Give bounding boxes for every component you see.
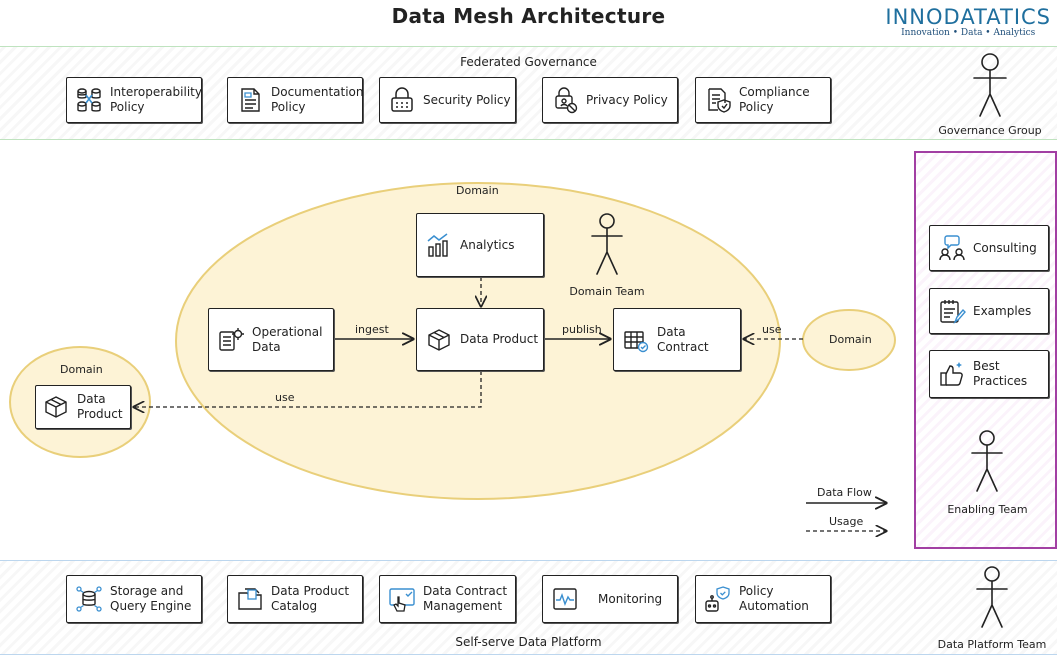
storage-icon [76, 586, 102, 612]
policy-card-security[interactable]: Security Policy [379, 77, 516, 123]
thumbs-up-icon [940, 362, 963, 386]
governance-band-label: Federated Governance [460, 55, 597, 69]
governance-group-label: Governance Group [938, 124, 1042, 137]
enabling-label: Best Practices [973, 359, 1028, 388]
governance-group-person-icon [973, 53, 1007, 117]
policy-label: Privacy Policy [586, 92, 668, 107]
platform-label: Monitoring [598, 591, 663, 606]
data-platform-team-person-icon [976, 566, 1008, 628]
use-left-label: use [275, 391, 295, 404]
platform-card-policy-automation[interactable]: Policy Automation [695, 575, 831, 623]
monitoring-icon [553, 588, 577, 610]
analytics-label: Analytics [460, 237, 515, 252]
platform-card-monitoring[interactable]: Monitoring [542, 575, 678, 623]
catalog-icon [238, 588, 262, 610]
operational-data-card[interactable]: Operational Data [208, 308, 334, 371]
compliance-shield-icon [708, 88, 731, 113]
policy-card-interoperability[interactable]: Interoperability Policy [66, 77, 202, 123]
policy-label: Compliance Policy [739, 85, 810, 114]
privacy-icon [555, 87, 578, 114]
legend-usage-label: Usage [829, 515, 864, 528]
left-domain-label: Domain [60, 363, 103, 376]
enabling-card-best-practices[interactable]: Best Practices [929, 350, 1049, 398]
platform-card-catalog[interactable]: Data Product Catalog [227, 575, 363, 623]
policy-card-compliance[interactable]: Compliance Policy [695, 77, 831, 123]
enabling-label: Examples [973, 303, 1032, 318]
enabling-team-person-icon [971, 430, 1003, 492]
data-product-label: Data Product [460, 332, 539, 346]
data-product-card[interactable]: Data Product [416, 308, 544, 371]
contract-management-icon [389, 588, 415, 612]
package-box-icon [45, 396, 67, 418]
ingest-label: ingest [355, 323, 389, 336]
left-domain-usage-arrow [134, 371, 482, 407]
consulting-icon [939, 235, 965, 261]
database-link-icon [77, 88, 101, 112]
main-domain-label: Domain [456, 184, 499, 197]
domain-team-label: Domain Team [569, 285, 645, 298]
enabling-label: Consulting [973, 240, 1037, 255]
robot-icon [705, 586, 730, 612]
domain-team-person-icon [591, 213, 623, 275]
platform-label: Data Product Catalog [271, 584, 350, 613]
notepad-icon [940, 300, 966, 325]
platform-label: Storage and Query Engine [110, 584, 192, 613]
lock-icon [391, 87, 413, 112]
left-data-product-card[interactable]: Data Product [35, 385, 131, 429]
use-right-label: use [762, 323, 782, 336]
company-logo: INNODATATICS Innovation • Data • Analyti… [885, 6, 1051, 38]
enabling-card-consulting[interactable]: Consulting [929, 225, 1049, 271]
platform-label: Policy Automation [739, 584, 809, 613]
right-domain-ellipse [802, 309, 896, 371]
platform-band-label: Self-serve Data Platform [455, 635, 602, 649]
platform-card-contract-management[interactable]: Data Contract Management [379, 575, 516, 623]
analytics-chart-icon [427, 233, 448, 257]
policy-card-documentation[interactable]: Documentation Policy [227, 77, 364, 123]
contract-table-icon [624, 330, 649, 352]
left-data-product-label: Data Product [77, 392, 123, 421]
operational-data-icon [219, 327, 244, 351]
data-platform-team-label: Data Platform Team [937, 638, 1047, 651]
policy-label: Security Policy [423, 92, 511, 107]
platform-label: Data Contract Management [423, 584, 508, 613]
platform-card-storage[interactable]: Storage and Query Engine [66, 575, 202, 623]
legend-data-flow-label: Data Flow [817, 486, 872, 499]
policy-card-privacy[interactable]: Privacy Policy [542, 77, 678, 123]
logo-wordmark: INNODATATICS [885, 5, 1051, 29]
policy-label: Documentation Policy [271, 85, 364, 114]
data-contract-label: Data Contract [657, 324, 709, 354]
page-title: Data Mesh Architecture [391, 4, 666, 28]
enabling-card-examples[interactable]: Examples [929, 288, 1049, 334]
package-box-icon [428, 328, 450, 351]
data-contract-card[interactable]: Data Contract [613, 308, 741, 371]
logo-tagline: Innovation • Data • Analytics [901, 28, 1036, 38]
publish-label: publish [562, 323, 602, 336]
operational-data-label: Operational Data [252, 324, 323, 354]
right-domain-label: Domain [829, 333, 872, 346]
document-icon [241, 88, 260, 112]
analytics-card[interactable]: Analytics [416, 213, 544, 277]
policy-label: Interoperability Policy [110, 85, 202, 114]
enabling-team-label: Enabling Team [947, 503, 1028, 516]
